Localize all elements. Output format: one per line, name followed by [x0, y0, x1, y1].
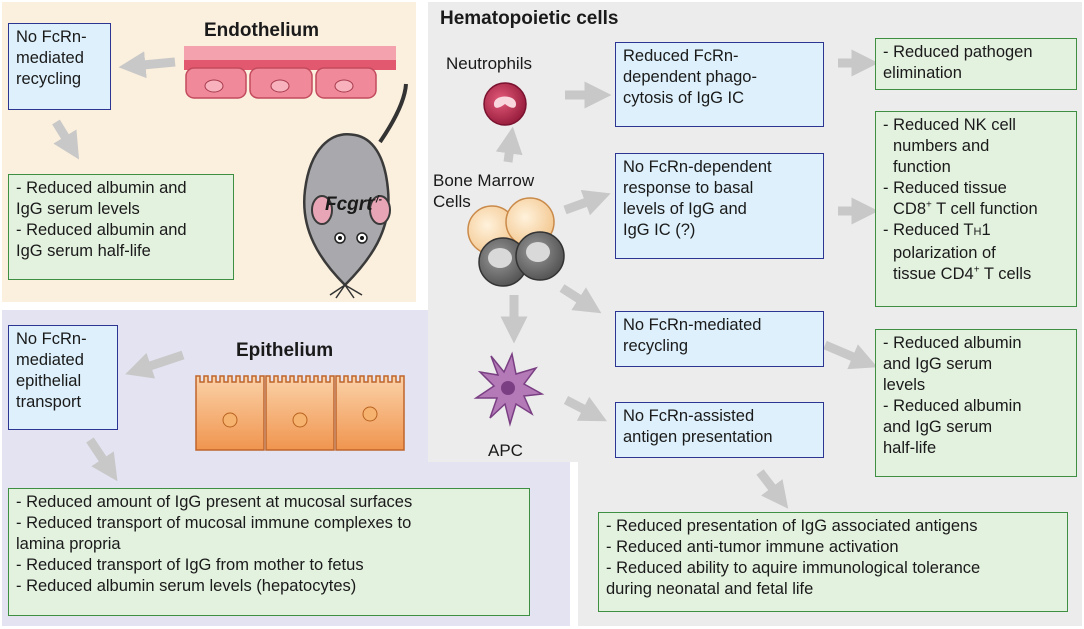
- th1-post: 1: [981, 221, 991, 239]
- neutrophils-label: Neutrophils: [446, 54, 532, 73]
- nk-effect-box: - Reduced NK cell numbers and function -…: [875, 111, 1077, 307]
- antigen-presentation-box: No FcRn-assisted antigen presentation: [615, 402, 824, 458]
- nk-line-7: polarization of: [893, 244, 996, 262]
- nk-line-2: numbers and: [893, 137, 990, 155]
- hematopoietic-title: Hematopoietic cells: [440, 8, 619, 29]
- cd4-text: tissue CD4: [893, 265, 974, 283]
- albumin-effect-box: - Reduced albumin and IgG serum levels -…: [875, 329, 1077, 477]
- epithelium-illustration: [195, 375, 405, 451]
- bone-marrow-illustration: [467, 197, 565, 287]
- nk-line-5: CD8+ T cell function: [883, 199, 1069, 220]
- pathogen-effect-box: - Reduced pathogen elimination: [875, 38, 1077, 90]
- epithelium-transport-box: No FcRn- mediated epithelial transport: [8, 325, 118, 430]
- nk-line-4: - Reduced tissue: [883, 179, 1007, 197]
- th1-pre: - Reduced T: [883, 221, 974, 239]
- endothelium-recycling-box: No FcRn- mediated recycling: [8, 23, 111, 110]
- th1-sub: H: [973, 226, 982, 238]
- mouse-illustration: [302, 83, 408, 299]
- epithelium-effects-box: - Reduced amount of IgG present at mucos…: [8, 488, 530, 616]
- endothelium-illustration: [184, 46, 396, 99]
- epithelium-title: Epithelium: [236, 340, 334, 361]
- nk-line-1: - Reduced NK cell: [883, 116, 1016, 134]
- apc-illustration: [473, 351, 545, 427]
- bone-marrow-label: Bone Marrow Cells: [433, 171, 535, 211]
- endothelium-effects-box: - Reduced albumin and IgG serum levels -…: [8, 174, 234, 280]
- mouse-genotype-sup: -/-: [372, 194, 382, 206]
- phagocytosis-box: Reduced FcRn- dependent phago- cytosis o…: [615, 42, 824, 127]
- recycling-box: No FcRn-mediated recycling: [615, 311, 824, 367]
- basal-response-box: No FcRn-dependent response to basal leve…: [615, 153, 824, 259]
- nk-line-8: tissue CD4+ T cells: [883, 264, 1069, 285]
- cd4-rest: T cells: [979, 265, 1032, 283]
- cd8-rest: T cell function: [931, 200, 1038, 218]
- nk-line-6: - Reduced TH1: [883, 220, 1069, 243]
- antigen-effect-box: - Reduced presentation of IgG associated…: [598, 512, 1068, 612]
- nk-line-3: function: [893, 158, 951, 176]
- neutrophil-illustration: [483, 82, 527, 126]
- mouse-genotype-main: Fcgrt: [325, 194, 373, 215]
- cd8-sup: +: [926, 199, 932, 211]
- cd8-text: CD8: [893, 200, 927, 218]
- apc-label: APC: [488, 441, 523, 460]
- endothelium-title: Endothelium: [204, 20, 320, 41]
- hematopoietic-panel-gap: [570, 462, 578, 626]
- cd4-sup: +: [973, 264, 980, 276]
- mouse-genotype-label: Fcgrt-/-: [325, 173, 382, 215]
